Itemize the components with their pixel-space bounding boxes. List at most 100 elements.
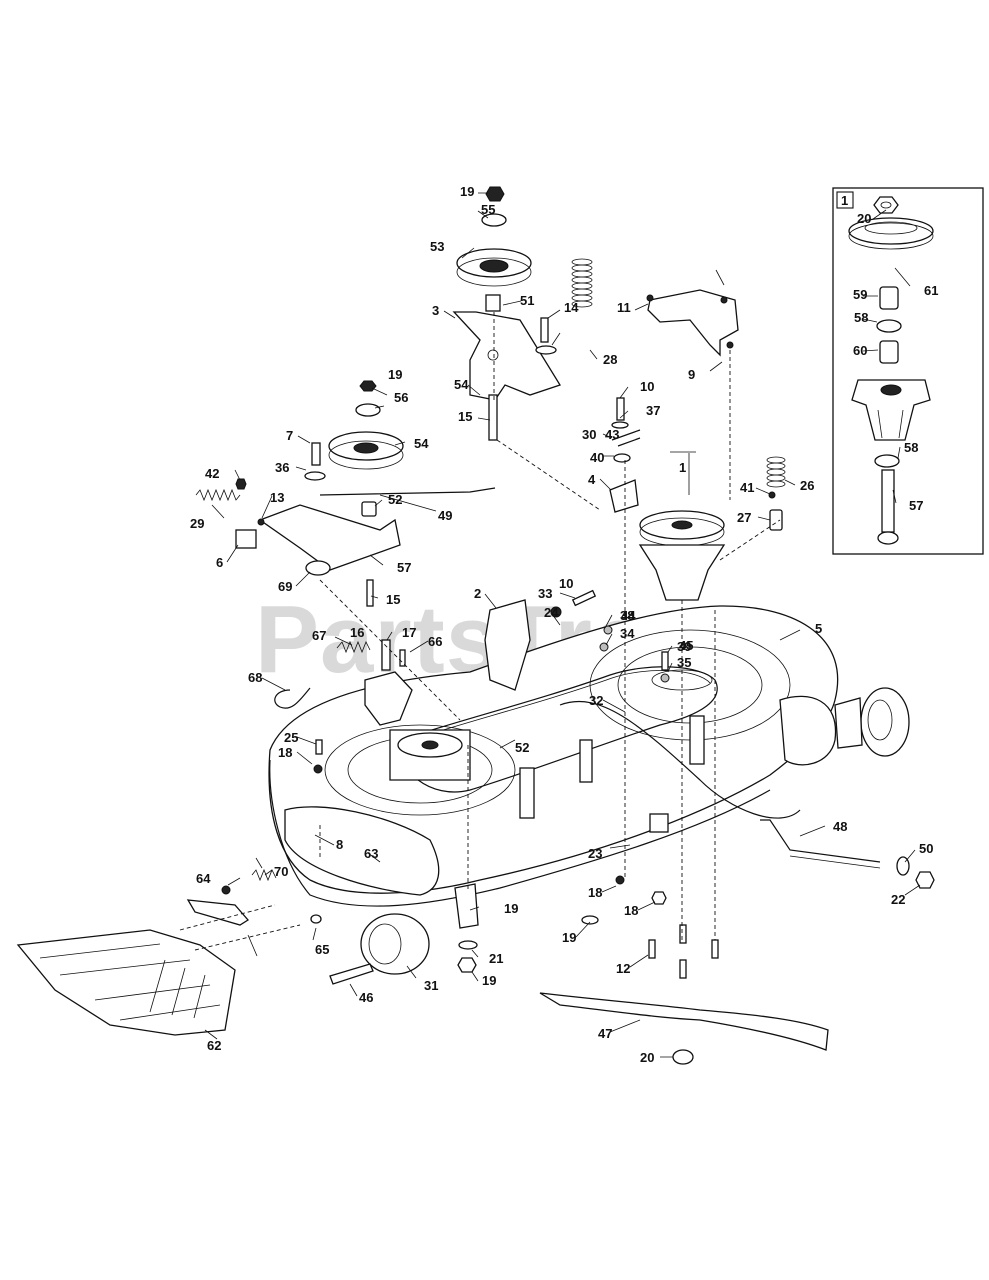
callout: 8 — [336, 837, 343, 852]
callout: 52 — [515, 740, 529, 755]
callout: 44 — [621, 608, 636, 623]
callout: 9 — [688, 367, 695, 382]
callout: 55 — [481, 202, 495, 217]
callout: 19 — [460, 184, 474, 199]
callout: 39 — [677, 639, 691, 654]
callout: 58 — [854, 310, 868, 325]
callout: 20 — [857, 211, 871, 226]
callout: 17 — [402, 625, 416, 640]
callout: 30 — [582, 427, 596, 442]
callout: 57 — [397, 560, 411, 575]
callout: 28 — [603, 352, 617, 367]
callout: 24 — [544, 605, 559, 620]
callout: 62 — [207, 1038, 221, 1053]
callout: 61 — [924, 283, 938, 298]
callout: 3 — [432, 303, 439, 318]
callout: 67 — [312, 628, 326, 643]
callout: 25 — [284, 730, 298, 745]
callout: 18 — [278, 745, 292, 760]
upper-idler-assembly — [452, 186, 593, 441]
center-spindle-pulley — [638, 510, 726, 691]
assembly-guide-lines — [179, 312, 781, 951]
callout: 4 — [588, 472, 596, 487]
callout: 15 — [458, 409, 472, 424]
callout: 56 — [394, 390, 408, 405]
callout: 16 — [350, 625, 364, 640]
callout: 46 — [359, 990, 373, 1005]
callout: 6 — [216, 555, 223, 570]
callout: 48 — [833, 819, 847, 834]
callout: 14 — [564, 300, 579, 315]
front-wheel — [329, 913, 430, 985]
callout: 5 — [815, 621, 822, 636]
mower-deck — [268, 605, 839, 907]
callout: 54 — [414, 436, 429, 451]
callout: 19 — [388, 367, 402, 382]
callout: 10 — [559, 576, 573, 591]
callout: 50 — [919, 841, 933, 856]
callout: 49 — [438, 508, 452, 523]
callout: 45 — [679, 638, 693, 653]
callout: 11 — [617, 300, 631, 315]
callout: 47 — [598, 1026, 612, 1041]
left-idler-assembly — [195, 380, 496, 607]
leader-lines — [204, 192, 921, 1058]
callout: 65 — [315, 942, 329, 957]
callout: 59 — [853, 287, 867, 302]
callout: 69 — [278, 579, 292, 594]
callout-numbers: 1 2 3 4 5 6 7 8 9 10 10 11 12 13 14 15 1… — [190, 184, 938, 1065]
callout: 29 — [190, 516, 204, 531]
right-hardware — [760, 456, 935, 889]
center-hardware — [484, 397, 670, 691]
callout: 68 — [248, 670, 262, 685]
callout: 22 — [891, 892, 905, 907]
callout: 54 — [454, 377, 469, 392]
callout: 57 — [909, 498, 923, 513]
callout: 60 — [853, 343, 867, 358]
callout: 27 — [737, 510, 751, 525]
callout: 32 — [589, 693, 603, 708]
callout: 64 — [196, 871, 211, 886]
inset-spindle-assembly: 1 — [832, 187, 984, 555]
callout: 66 — [428, 634, 442, 649]
callout: 15 — [386, 592, 400, 607]
callout: 37 — [646, 403, 660, 418]
callout: 19 — [562, 930, 576, 945]
callout: 42 — [205, 466, 219, 481]
callout: 63 — [364, 846, 378, 861]
callout: 12 — [616, 961, 630, 976]
callout: 31 — [424, 978, 438, 993]
callout: 2 — [474, 586, 481, 601]
callout: 10 — [640, 379, 654, 394]
callout: 51 — [520, 293, 534, 308]
callout: 40 — [590, 450, 604, 465]
callout: 36 — [275, 460, 289, 475]
callout: 58 — [904, 440, 918, 455]
callout: 53 — [430, 239, 444, 254]
callout: 34 — [620, 626, 635, 641]
callout: 35 — [677, 655, 691, 670]
callout: 7 — [286, 428, 293, 443]
callout: 19 — [482, 973, 496, 988]
callout: 19 — [504, 901, 518, 916]
callout: 21 — [489, 951, 503, 966]
callout: 70 — [274, 864, 288, 879]
callout: 20 — [640, 1050, 654, 1065]
callout: 38 — [620, 608, 634, 623]
callout: 43 — [605, 427, 619, 442]
bottom-hardware — [454, 813, 829, 1065]
belt-cover-bracket — [646, 289, 739, 357]
callout: 52 — [388, 492, 402, 507]
left-pivot-bracket — [274, 639, 413, 774]
callout: 41 — [740, 480, 754, 495]
callout: 1 — [679, 460, 686, 475]
discharge-chute — [16, 868, 322, 1036]
inset-title: 1 — [841, 193, 848, 208]
callout: 18 — [624, 903, 638, 918]
callout: 18 — [588, 885, 602, 900]
callout: 13 — [270, 490, 284, 505]
deck-left-pulley — [389, 729, 471, 781]
callout: 33 — [538, 586, 552, 601]
callout: 26 — [800, 478, 814, 493]
